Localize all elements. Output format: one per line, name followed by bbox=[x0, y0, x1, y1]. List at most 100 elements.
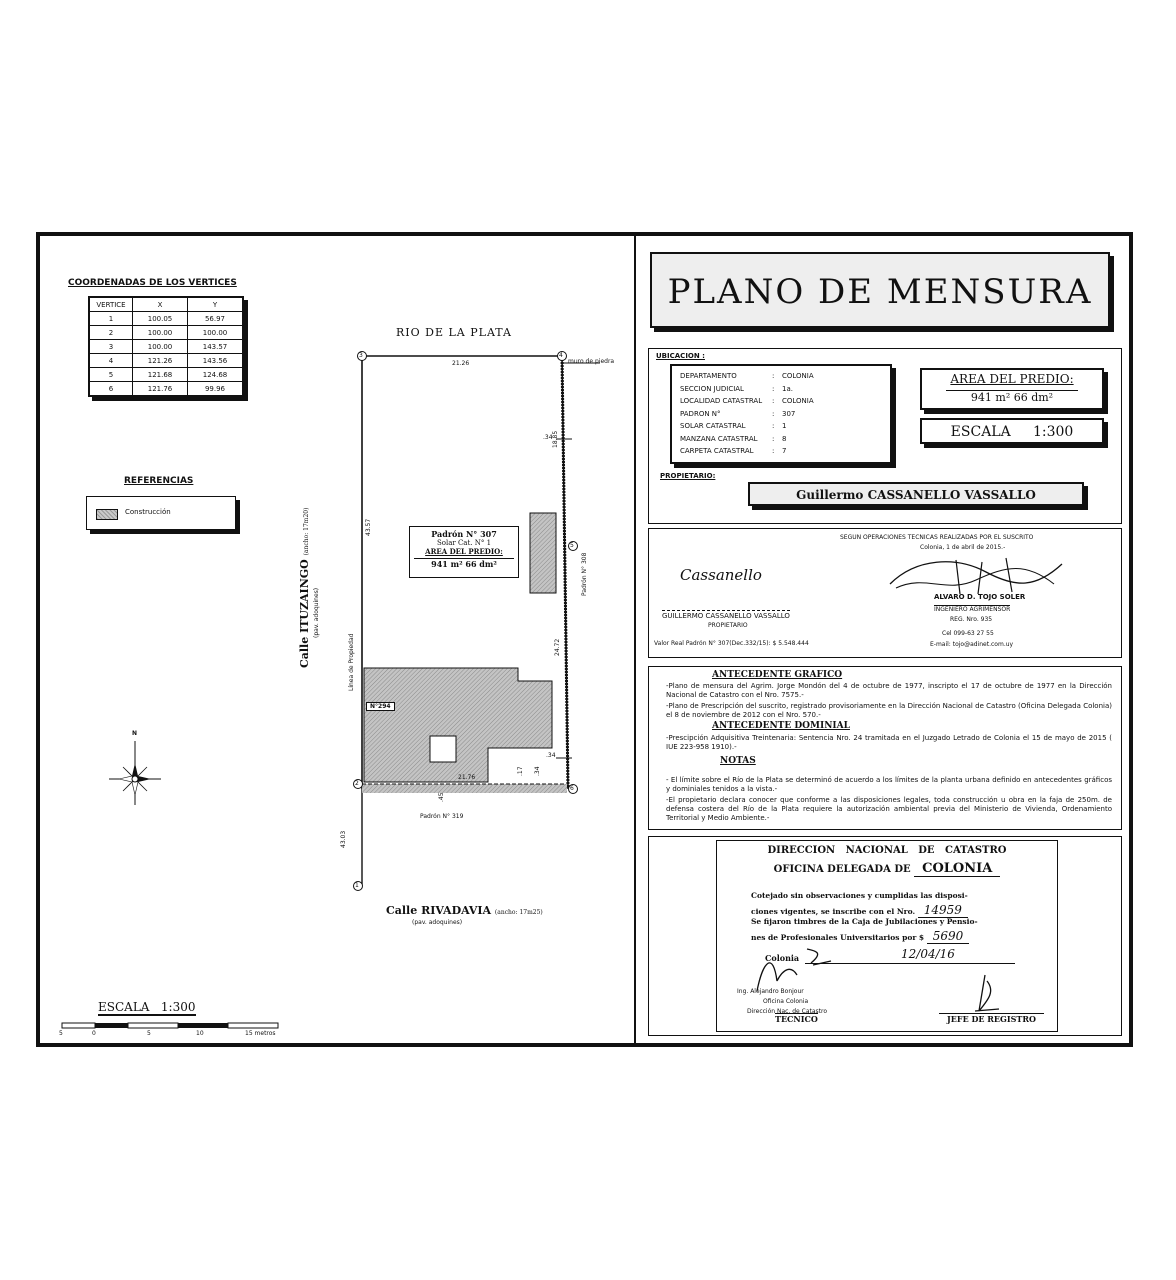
engineer-name: ALVARO D. TOJO SOLER bbox=[934, 593, 1026, 601]
ubicacion-field-colon: : bbox=[772, 447, 775, 455]
street-left-paving: (pav. adoquines) bbox=[313, 587, 320, 638]
wall-label: muro de piedra bbox=[568, 358, 615, 365]
catastro-t2: ciones vigentes, se inscribe con el Nro.… bbox=[751, 903, 968, 918]
vertex-2-label: 2 bbox=[355, 780, 359, 787]
stamp-line3: Dirección Nac. de Catastro bbox=[747, 1008, 828, 1015]
ubicacion-field-colon: : bbox=[772, 409, 775, 418]
catastro-dept: COLONIA bbox=[914, 861, 1001, 877]
courtyard bbox=[429, 735, 457, 763]
ubicacion-field-key: DEPARTAMENTO bbox=[680, 372, 737, 380]
catastro-line2: OFICINA DELEGADA DE COLONIA bbox=[717, 861, 1057, 877]
escala-value: ESCALA 1:300 bbox=[950, 424, 1074, 440]
engineer-reg: REG. Nro. 935 bbox=[950, 616, 993, 623]
scale-tick-0: 0 bbox=[92, 1030, 96, 1037]
references-heading: REFERENCIAS bbox=[124, 476, 194, 486]
engineer-email: E-mail: tojo@adinet.com.uy bbox=[930, 641, 1014, 648]
notas-heading: NOTAS bbox=[720, 756, 756, 766]
construction-swatch bbox=[96, 509, 118, 520]
dim-top: 21.26 bbox=[452, 360, 470, 367]
notas-p1: - El límite sobre el Río de la Plata se … bbox=[666, 776, 1112, 793]
propietario-heading: PROPIETARIO: bbox=[660, 472, 716, 480]
ubicacion-field-value: 1a. bbox=[782, 384, 793, 393]
padron-308-label: Padrón N° 308 bbox=[581, 552, 588, 596]
dim-017: .17 bbox=[517, 766, 524, 776]
scale-tick-5a: 5 bbox=[59, 1030, 63, 1037]
street-bottom-label: Calle RIVADAVIA (ancho: 17m25) bbox=[386, 904, 543, 917]
page-title: PLANO DE MENSURA bbox=[667, 272, 1093, 312]
lot-label-box: Padrón N° 307 Solar Cat. N° 1 AREA DEL P… bbox=[409, 526, 519, 578]
jefe-label: JEFE DE REGISTRO bbox=[939, 1013, 1044, 1024]
dim-right-upper: 18.85 bbox=[552, 430, 559, 448]
street-left-width: (ancho: 17m20) bbox=[303, 507, 310, 556]
ubicacion-section bbox=[648, 348, 1122, 524]
vertex-5-label: 5 bbox=[570, 542, 574, 549]
ubicacion-field-key: SECCION JUDICIAL bbox=[680, 384, 744, 393]
lot-area-heading: AREA DEL PREDIO: bbox=[425, 547, 503, 556]
sidewalk-strip bbox=[362, 784, 567, 793]
antecedente-grafico-heading: ANTECEDENTE GRAFICO bbox=[712, 670, 843, 680]
ubicacion-field-value: 7 bbox=[782, 447, 787, 455]
catastro-section bbox=[648, 836, 1122, 1036]
tecnico-signature bbox=[756, 948, 832, 992]
dim-034c: .34 bbox=[534, 766, 541, 776]
ubicacion-field-value: 8 bbox=[782, 434, 787, 443]
valor-text: Valor Real Padrón N° 307(Dec.332/15): $ … bbox=[654, 640, 809, 647]
catastro-lugar: Colonia bbox=[765, 953, 800, 963]
street-left-name: Calle ITUZAINGO bbox=[298, 559, 311, 668]
compass-rose bbox=[109, 741, 161, 805]
ubicacion-field-value: COLONIA bbox=[782, 397, 814, 405]
escala-box: ESCALA 1:300 bbox=[920, 418, 1104, 444]
area-heading: AREA DEL PREDIO: bbox=[950, 372, 1074, 386]
ubicacion-field-value: 307 bbox=[782, 409, 796, 418]
engineer-title: INGENIERO AGRIMENSOR bbox=[934, 605, 1011, 613]
street-bottom-name: Calle RIVADAVIA bbox=[386, 904, 492, 917]
catastro-fecha: 12/04/16 bbox=[901, 947, 955, 961]
stamp-line1: Ing. Alejandro Bonjour bbox=[737, 988, 804, 995]
lot-padron: Padrón N° 307 bbox=[431, 529, 497, 539]
ubicacion-field-key: CARPETA CATASTRAL bbox=[680, 447, 754, 455]
dim-034b: .34 bbox=[546, 752, 556, 759]
stamp-line2: Oficina Colonia bbox=[763, 998, 809, 1005]
ubicacion-field-colon: : bbox=[772, 434, 775, 443]
references-item: Construcción bbox=[125, 508, 171, 516]
n294-label: N°294 bbox=[366, 702, 395, 711]
ubicacion-field: SECCION JUDICIAL:1a. bbox=[680, 383, 814, 396]
vertex-markers bbox=[353, 351, 578, 891]
owner-signature: Cassanello bbox=[680, 566, 762, 584]
catastro-t1: Cotejado sin observaciones y cumplidas l… bbox=[751, 891, 968, 900]
ubicacion-field-colon: : bbox=[772, 372, 775, 380]
catastro-t2-text: ciones vigentes, se inscribe con el Nro. bbox=[751, 907, 916, 916]
wall-line bbox=[560, 355, 570, 789]
ubicacion-heading: UBICACION : bbox=[656, 352, 705, 360]
street-bottom-paving: (pav. adoquines) bbox=[412, 919, 463, 926]
antecedente-dominial-p1: -Prescipción Adquisitiva Treintenaria: S… bbox=[666, 734, 1112, 751]
right-panel-divider bbox=[634, 236, 636, 1047]
ubicacion-field-value: 1 bbox=[782, 422, 787, 430]
engineer-cel: Cel 099-63 27 55 bbox=[942, 630, 994, 637]
vertex-3 bbox=[357, 351, 367, 361]
owner-name: GUILLERMO CASSANELLO VASSALLO bbox=[662, 610, 790, 620]
catastro-t4-text: nes de Profesionales Universitarios por … bbox=[751, 933, 925, 942]
notas-p2: -El propietario declara conocer que conf… bbox=[666, 796, 1112, 822]
vertex-3-label: 3 bbox=[359, 352, 363, 359]
coordinates-heading: COORDENADAS DE LOS VERTICES bbox=[68, 278, 237, 288]
vertex-1 bbox=[353, 881, 363, 891]
ubicacion-field-key: MANZANA CATASTRAL bbox=[680, 434, 758, 443]
catastro-office: OFICINA DELEGADA DE bbox=[773, 864, 911, 875]
north-label: N bbox=[132, 730, 138, 737]
construction-block-1 bbox=[529, 512, 557, 594]
ubicacion-field: LOCALIDAD CATASTRAL:COLONIA bbox=[680, 395, 814, 408]
dim-below: 43.03 bbox=[340, 830, 347, 848]
ubicacion-field-value: COLONIA bbox=[782, 372, 814, 380]
scale-tick-15: 15 metros bbox=[245, 1030, 276, 1037]
tecnico-label: TECNICO bbox=[775, 1013, 818, 1024]
dim-045: .45 bbox=[438, 792, 445, 802]
scale-left-label: ESCALA 1:300 bbox=[98, 1000, 196, 1016]
